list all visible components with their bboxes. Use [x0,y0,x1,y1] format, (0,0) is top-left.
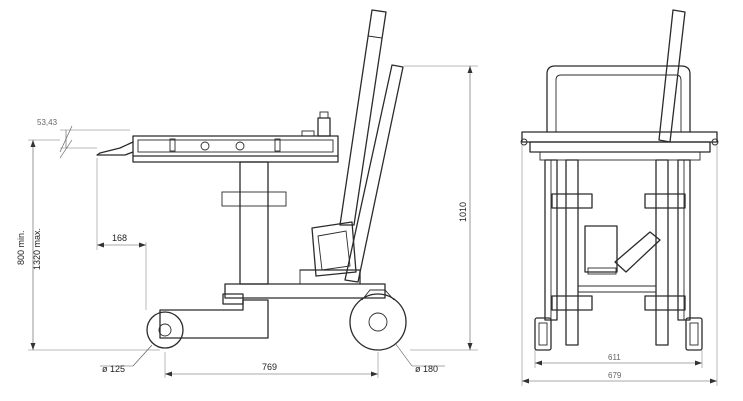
front-wheels [534,317,703,351]
front-table-top [520,131,719,161]
side-column [221,161,287,285]
side-table-top [96,111,339,163]
dim-overall-height: 1010 [458,202,468,222]
dim-small-wheel: ø 125 [102,364,125,374]
front-mechanism [584,225,661,275]
side-base-frame [159,269,386,339]
dim-inner-width: 611 [608,353,621,362]
dim-height-min: 800 min. [16,230,26,265]
dim-top-offset: 53,43 [37,118,58,127]
front-handle-hoop [546,65,691,133]
dim-reach: 168 [112,233,127,243]
side-blade [311,221,357,277]
side-view [96,9,407,351]
front-legs [544,159,691,346]
front-handle-bar [658,9,686,143]
dim-wheelbase: 769 [262,362,277,372]
side-handles [339,9,404,283]
front-view [520,9,719,351]
side-large-wheel [349,289,407,351]
front-crossbars [551,193,686,311]
dim-height-max: 1320 max. [32,228,42,270]
dimension-lines [28,65,718,386]
dim-large-wheel: ø 180 [415,364,438,374]
dim-overall-width: 679 [608,371,622,380]
side-small-wheel [146,311,184,349]
